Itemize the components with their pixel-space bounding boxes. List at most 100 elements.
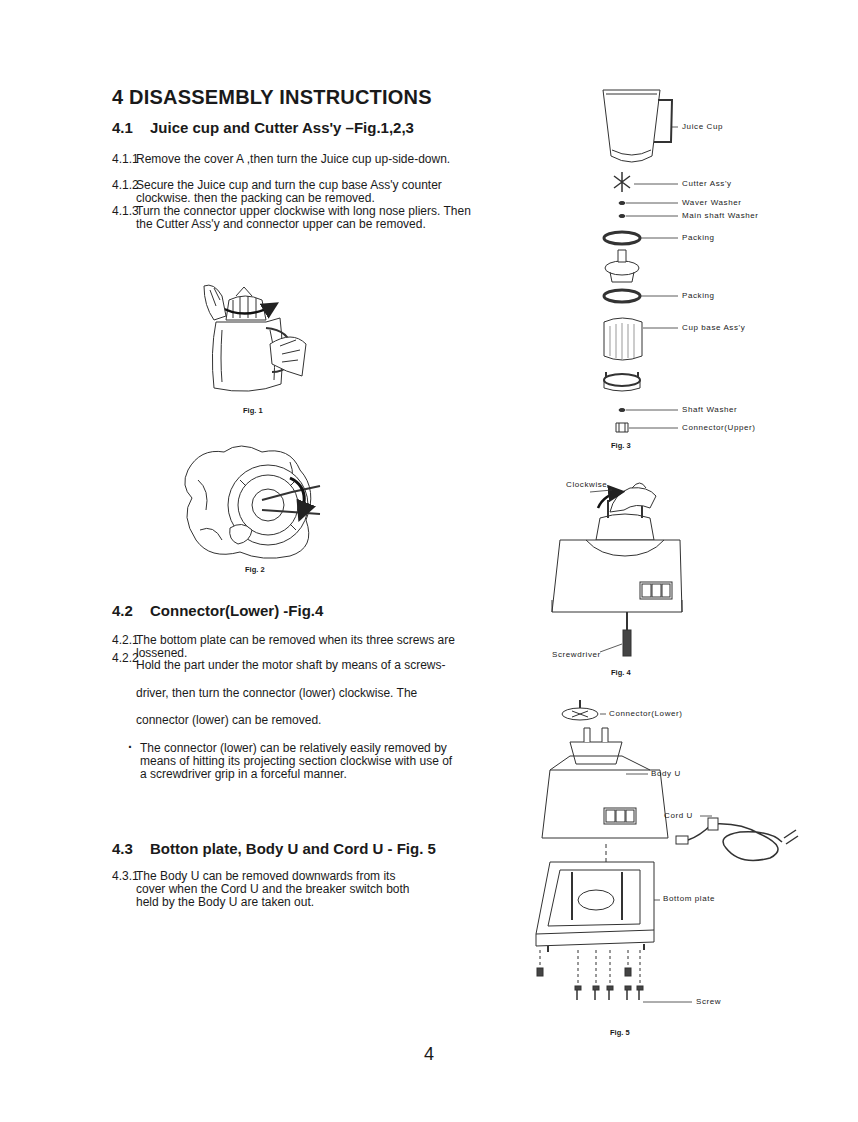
figure-3-part — [604, 374, 640, 386]
figure-1-part — [210, 288, 220, 306]
figure-1-part — [226, 296, 266, 320]
figure-5-part — [616, 810, 625, 822]
figure-caption: Fig. 3 — [611, 442, 631, 451]
step-number: 4.3.1 — [112, 870, 139, 884]
figure-5-part — [643, 1002, 692, 1003]
section-heading: Botton plate, Body U and Cord U - Fig. 5 — [150, 840, 436, 857]
figure-4-part — [632, 483, 646, 488]
figure-2-part — [228, 465, 308, 545]
figure-3 — [603, 90, 678, 432]
figure-4-part — [642, 584, 651, 597]
bullet: · — [128, 741, 133, 754]
figure-3-part — [612, 150, 651, 155]
part-label: Packing — [682, 233, 715, 242]
step-number: 4.1.1 — [112, 153, 139, 167]
figure-5-part — [600, 714, 606, 715]
figure-4-part — [552, 540, 682, 612]
figure-5-part — [688, 824, 782, 861]
step-text: Hold the part under the motor shaft by m… — [136, 652, 471, 735]
part-label: Connector(Lower) — [609, 709, 683, 718]
figure-3-part — [619, 215, 625, 218]
figure-2-part — [290, 478, 304, 518]
figure-5-part-part — [625, 986, 631, 990]
figure-5-part-part — [637, 986, 643, 990]
figure-2-part — [252, 489, 284, 521]
part-label: Shaft Washer — [682, 405, 737, 414]
figure-3-part — [614, 172, 630, 192]
figure-4-part — [600, 644, 622, 652]
figure-5-part — [654, 900, 660, 901]
figure-5-part — [542, 770, 668, 838]
figure-5-part — [604, 808, 636, 824]
figure-3-part — [619, 409, 625, 412]
step-number: 4.2.1 — [112, 634, 139, 648]
figure-4 — [552, 483, 682, 656]
figure-caption: Fig. 5 — [610, 1029, 630, 1038]
figure-3-part-part — [672, 127, 678, 128]
step-number: 4.1.3 — [112, 205, 139, 219]
figure-3-part — [619, 202, 625, 205]
figure-5-part — [537, 968, 643, 990]
figure-caption: Fig. 2 — [245, 566, 265, 575]
figure-5-part — [606, 844, 607, 862]
figure-3-part — [654, 100, 672, 142]
figure-1-part — [221, 330, 222, 382]
figure-5-part — [579, 700, 581, 708]
figure-4-part — [623, 630, 631, 656]
section-number: 4.1 — [112, 119, 133, 136]
page-title: 4 DISASSEMBLY INSTRUCTIONS — [112, 86, 432, 109]
figure-3-part-part — [626, 410, 678, 411]
figure-5-part — [536, 930, 654, 946]
figure-4-part — [586, 540, 664, 556]
figure-5-part — [708, 818, 718, 830]
figure-5-part — [562, 708, 598, 720]
section-heading: Juice cup and Cutter Ass'y –Fig.1,2,3 — [150, 119, 414, 136]
figure-5-part — [784, 830, 798, 844]
figure-4-part — [626, 612, 628, 630]
figure-3-part-part — [634, 184, 678, 185]
figure-5-part — [700, 816, 712, 817]
figure-3-part — [604, 290, 640, 302]
figure-3-part — [604, 318, 642, 360]
figure-3-part-part — [629, 428, 678, 429]
figure-3-part — [610, 272, 634, 282]
figure-2 — [185, 446, 320, 558]
figure-4-part — [552, 600, 682, 612]
note-text: The connector (lower) can be relatively … — [140, 742, 460, 781]
figure-1-part — [236, 287, 252, 296]
step-text: The bottom plate can be removed when its… — [136, 634, 481, 660]
part-label: Cutter Ass'y — [682, 179, 732, 188]
part-label: Packing — [682, 291, 715, 300]
figure-4-part — [596, 514, 654, 540]
step-number: 4.2.2 — [112, 652, 139, 666]
figure-5-part — [550, 756, 650, 770]
figure-3-part — [616, 423, 628, 432]
figure-4-part — [662, 584, 670, 597]
part-label: Screwdriver — [552, 650, 601, 659]
page-number: 4 — [424, 1044, 434, 1065]
figure-caption: Fig. 1 — [243, 407, 263, 416]
figure-3-part-part — [641, 238, 678, 239]
figure-4-part — [598, 492, 622, 508]
figure-5-part-part — [625, 968, 631, 976]
part-label: Clockwise — [566, 480, 607, 489]
figure-5-part-part — [537, 968, 543, 976]
figure-4-part — [590, 490, 612, 492]
figure-1-part — [280, 340, 300, 362]
figure-3-part — [603, 90, 660, 162]
step-text: Remove the cover A ,then turn the Juice … — [136, 153, 461, 166]
figure-5-part-part — [575, 986, 581, 990]
figure-1-part — [270, 337, 306, 376]
figure-3-part-part — [641, 296, 678, 297]
step-text: Secure the Juice cup and turn the cup ba… — [136, 179, 471, 205]
figure-3-part — [619, 423, 625, 432]
figure-5-part-part — [593, 986, 599, 990]
figure-1-part — [218, 304, 276, 314]
figure-3-part — [606, 372, 638, 378]
figure-5-part — [572, 872, 622, 920]
figure-3-part — [626, 127, 678, 428]
figure-caption: Fig. 4 — [611, 669, 631, 678]
figure-5-part — [572, 711, 588, 717]
part-label: Cup base Ass'y — [682, 323, 745, 332]
part-label: Waver Washer — [682, 198, 742, 207]
